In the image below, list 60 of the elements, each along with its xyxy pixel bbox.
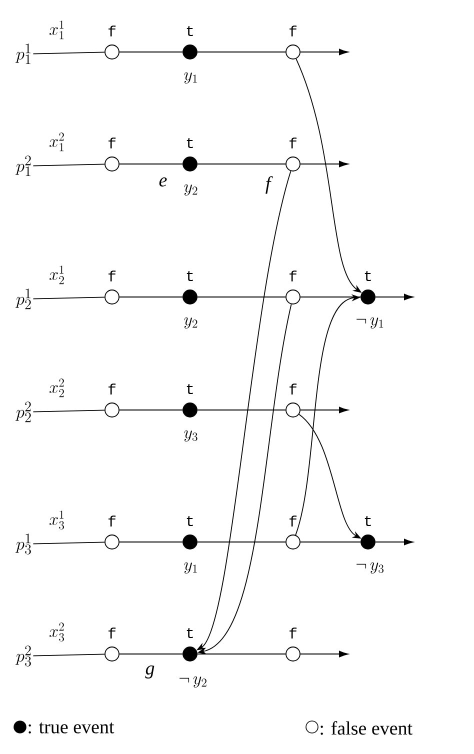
event-label: $y_{2}$ [184, 317, 198, 329]
timeline-segment [32, 164, 105, 166]
truth-value: t [186, 384, 193, 394]
timeline-segment [32, 410, 105, 412]
process-label: $p^{1}_{3}$ [15, 534, 31, 554]
event-label: $y_{1}$ [184, 562, 197, 574]
event-label: $\neg\, y_{3}$ [356, 562, 384, 574]
event-label: $y_{1}$ [184, 72, 197, 84]
variable-label: $x^{1}_{1}$ [50, 20, 64, 40]
truth-value: t [364, 270, 371, 282]
timeline-arrow [300, 48, 348, 56]
process-label: $p^{2}_{3}$ [15, 646, 31, 666]
point-label: g [145, 666, 154, 678]
process-label: $p^{2}_{1}$ [15, 156, 31, 176]
truth-value: f [290, 138, 297, 148]
process-label: $p^{1}_{2}$ [15, 288, 31, 310]
timeline-arrow [375, 294, 414, 300]
timeline-segment [32, 296, 105, 300]
truth-value: t [186, 270, 193, 282]
truth-value: f [108, 270, 116, 282]
truth-value: f [290, 384, 297, 394]
truth-value: t [186, 628, 193, 638]
variable-label: $x^{1}_{2}$ [50, 266, 64, 284]
timeline-segment [32, 52, 105, 54]
timeline-segment [119, 296, 183, 298]
legend-text: : false event [320, 721, 412, 735]
timeline-segment [32, 654, 105, 656]
variable-label: $x^{2}_{2}$ [50, 378, 64, 398]
truth-value: f [290, 270, 297, 282]
truth-value: f [108, 384, 116, 394]
variable-label: $x^{2}_{1}$ [50, 132, 64, 152]
truth-value: f [108, 628, 116, 638]
truth-value: t [186, 138, 193, 148]
truth-value: f [108, 26, 116, 36]
timeline-segment [197, 296, 286, 298]
event-label: $\neg\, y_{1}$ [356, 317, 384, 329]
event-label: $\neg\, y_{2}$ [179, 676, 206, 688]
truth-value: f [290, 26, 297, 36]
truth-value: f [108, 516, 116, 526]
legend-text: : true event [28, 722, 114, 734]
timeline-arrow [300, 406, 348, 414]
process-label: $p^{2}_{2}$ [15, 402, 31, 422]
variable-label: $x^{2}_{3}$ [50, 622, 64, 642]
variable-label: $x^{1}_{3}$ [50, 510, 64, 530]
truth-value: t [186, 26, 193, 36]
event-label: $y_{2}$ [184, 184, 198, 196]
point-label: f [266, 176, 273, 194]
timeline-segment [300, 296, 361, 298]
truth-value: t [364, 516, 371, 526]
timeline-arrow [300, 650, 348, 658]
truth-value: f [290, 516, 297, 526]
process-label: $p^{1}_{1}$ [15, 44, 30, 64]
event-label: $y_{3}$ [184, 430, 198, 442]
timeline-segment [32, 542, 105, 544]
truth-value: f [108, 138, 116, 148]
truth-value: t [186, 516, 193, 526]
truth-value: f [290, 628, 297, 638]
point-label: e [159, 177, 167, 187]
timeline-arrow [375, 538, 414, 546]
timeline-arrow [300, 160, 348, 168]
